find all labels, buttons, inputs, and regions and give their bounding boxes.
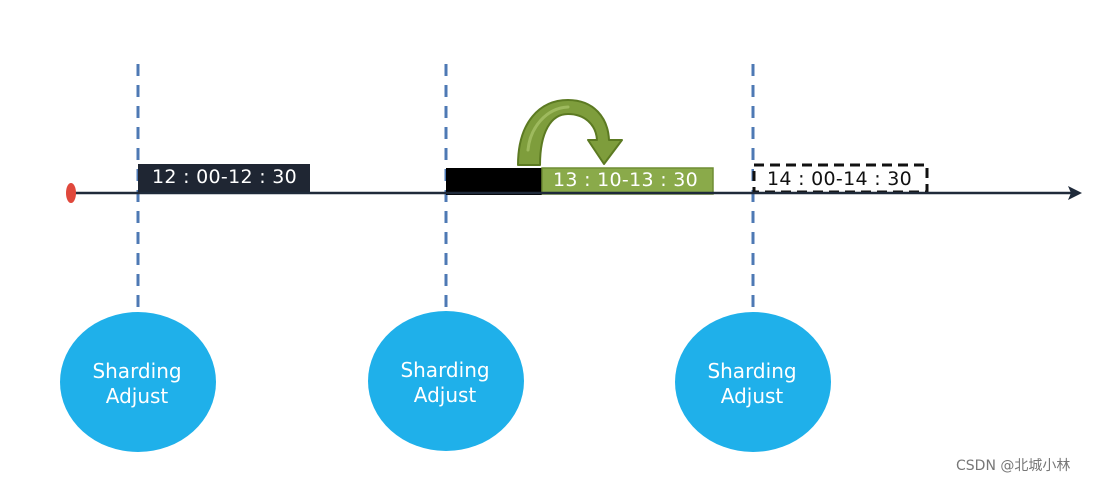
sharding-adjust-line2: Adjust <box>720 384 784 408</box>
sharding-adjust-label-2: Sharding Adjust <box>370 358 520 408</box>
time-slot-2-box <box>541 167 714 195</box>
start-marker <box>66 183 76 203</box>
curved-arrow-icon <box>517 99 623 166</box>
time-slot-1-box <box>138 164 310 193</box>
arrowhead-icon <box>1068 186 1082 200</box>
time-slot-1-label: 12 : 00-12 : 30 <box>152 166 298 188</box>
time-slot-3-box <box>752 163 929 194</box>
time-slot-3-label: 14 : 00-14 : 30 <box>767 168 913 190</box>
sharding-adjust-node-2 <box>368 311 524 451</box>
sharding-adjust-line1: Sharding <box>707 359 797 383</box>
sharding-adjust-node-1 <box>60 312 216 452</box>
sharding-adjust-line1: Sharding <box>92 359 182 383</box>
time-slot-2-label: 13 : 10-13 : 30 <box>553 169 699 191</box>
watermark: CSDN @北城小林 <box>956 458 1071 474</box>
sharding-adjust-node-3 <box>675 312 831 452</box>
consumed-block <box>446 168 542 195</box>
sharding-adjust-label-1: Sharding Adjust <box>62 359 212 409</box>
sharding-adjust-line2: Adjust <box>105 384 169 408</box>
sharding-adjust-label-3: Sharding Adjust <box>677 359 827 409</box>
sharding-adjust-line1: Sharding <box>400 358 490 382</box>
sharding-adjust-line2: Adjust <box>413 383 477 407</box>
